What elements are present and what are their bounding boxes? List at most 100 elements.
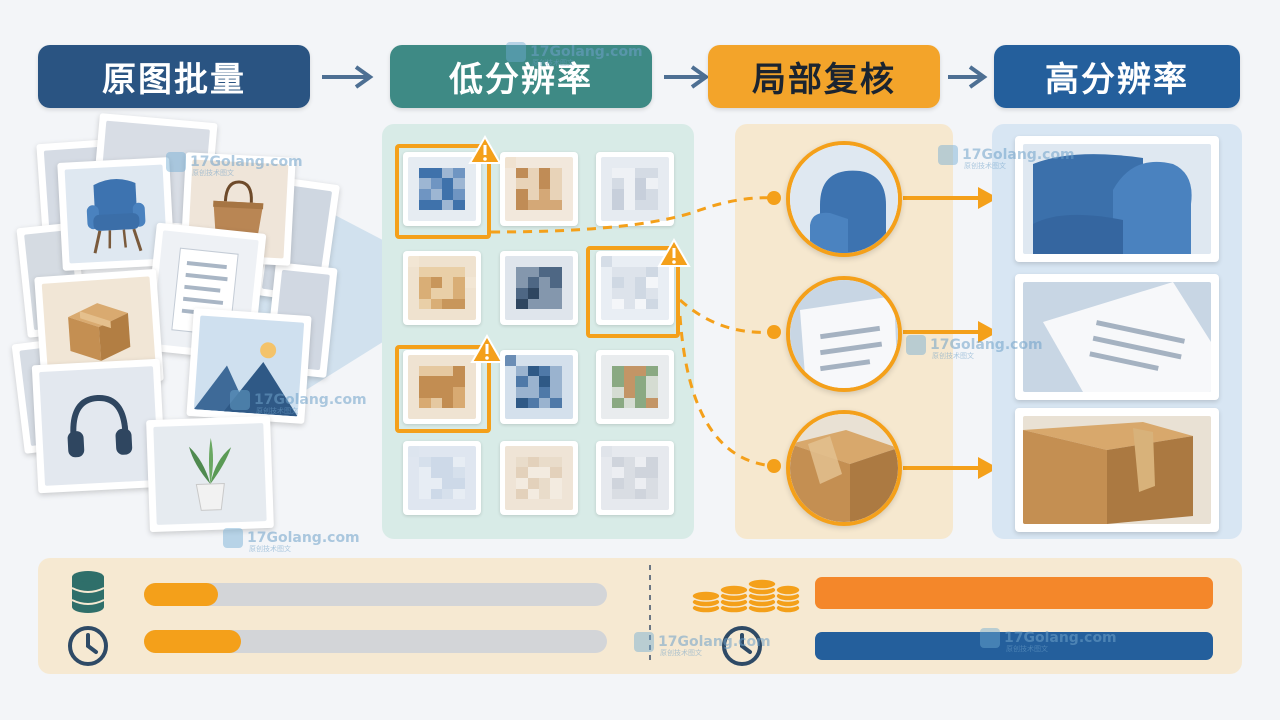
pixelated-image <box>601 256 669 320</box>
watermark-text: 17Golang.com <box>530 44 643 60</box>
clock-icon <box>68 626 108 666</box>
low-res-tile <box>500 152 578 226</box>
stage-label: 低分辨率 <box>449 60 593 100</box>
stage-label: 高分辨率 <box>1045 60 1189 100</box>
storage-progress-fill <box>144 583 219 606</box>
stage-partial-review: 局部复核 <box>708 45 940 108</box>
photo-chair <box>57 157 175 271</box>
low-res-tile <box>596 152 674 226</box>
watermark-text: 17Golang.com <box>930 337 1043 353</box>
low-res-tile <box>403 441 481 515</box>
warning-icon <box>470 334 504 363</box>
photo-bag <box>180 152 296 266</box>
high-res-chair <box>1015 136 1219 262</box>
watermark-logo-icon <box>223 528 243 548</box>
photo-headphones <box>31 358 167 494</box>
low-res-tile <box>500 350 578 424</box>
stage-label: 局部复核 <box>752 60 896 100</box>
cost-bar <box>815 577 1213 609</box>
pixelated-image <box>408 157 476 221</box>
pixelated-image <box>505 256 573 320</box>
flagged-tile-outline <box>395 345 491 433</box>
watermark-subtext: 原创技术图文 <box>256 407 298 415</box>
zoom-circle-document <box>786 276 902 392</box>
time-progress-track <box>144 630 607 653</box>
watermark-text: 17Golang.com <box>247 530 360 546</box>
warning-icon <box>468 135 502 164</box>
watermark-subtext: 原创技术图文 <box>249 545 291 553</box>
stage-label: 原图批量 <box>102 60 246 100</box>
arrow-right-icon <box>322 65 374 89</box>
high-res-box <box>1015 408 1219 532</box>
clock-icon <box>722 626 762 666</box>
low-res-tile <box>403 350 481 424</box>
low-res-tile <box>500 441 578 515</box>
handbag-icon <box>213 180 264 238</box>
watermark-subtext: 原创技术图文 <box>660 649 702 657</box>
time-progress-fill <box>144 630 242 653</box>
watermark-logo-icon <box>906 335 926 355</box>
watermark-text: 17Golang.com <box>254 392 367 408</box>
chair-icon <box>86 179 146 254</box>
arrow-right-icon <box>948 65 988 89</box>
zoom-circle-box <box>786 410 902 526</box>
pixelated-image <box>601 157 669 221</box>
photo-box <box>34 268 164 390</box>
low-res-tile <box>596 441 674 515</box>
flagged-tile-outline <box>586 246 680 338</box>
watermark-logo-icon <box>506 42 526 62</box>
database-icon <box>71 571 105 613</box>
pixelated-image <box>505 355 573 419</box>
flagged-tile-outline <box>395 144 491 239</box>
low-res-tile <box>403 251 481 325</box>
pixelated-image <box>601 446 669 510</box>
watermark-logo-icon <box>634 632 654 652</box>
photo-plant <box>146 415 274 533</box>
arrow-right-icon <box>664 65 710 89</box>
box-icon <box>68 303 131 361</box>
warning-icon <box>657 238 691 267</box>
stage-original-batch: 原图批量 <box>38 45 310 108</box>
stage-high-resolution: 高分辨率 <box>994 45 1240 108</box>
watermark-subtext: 原创技术图文 <box>964 162 1006 170</box>
pixelated-image <box>601 355 669 419</box>
mountain-icon <box>193 342 298 417</box>
low-res-tile <box>403 152 481 226</box>
coins-icon <box>691 578 801 614</box>
low-res-tile <box>596 350 674 424</box>
plant-icon <box>189 437 232 511</box>
divider <box>649 565 651 665</box>
watermark-subtext: 原创技术图文 <box>932 352 974 360</box>
watermark-logo-icon <box>230 390 250 410</box>
time-bar <box>815 632 1213 660</box>
pixelated-image <box>408 446 476 510</box>
watermark-subtext: 原创技术图文 <box>1006 645 1048 653</box>
pixelated-image <box>408 256 476 320</box>
photo-landscape <box>186 308 312 424</box>
watermark-logo-icon <box>980 628 1000 648</box>
storage-progress-track <box>144 583 607 606</box>
stage-low-resolution: 低分辨率 <box>390 45 652 108</box>
watermark-subtext: 原创技术图文 <box>532 59 574 67</box>
watermark-logo-icon <box>166 152 186 172</box>
watermark-subtext: 原创技术图文 <box>192 169 234 177</box>
zoom-circle-chair <box>786 141 902 257</box>
low-res-tile <box>500 251 578 325</box>
headphones-icon <box>67 395 133 458</box>
high-res-document <box>1015 274 1219 400</box>
pixelated-image <box>505 157 573 221</box>
watermark-logo-icon <box>938 145 958 165</box>
watermark-text: 17Golang.com <box>962 147 1075 163</box>
watermark-text: 17Golang.com <box>658 634 771 650</box>
watermark-text: 17Golang.com <box>190 154 303 170</box>
